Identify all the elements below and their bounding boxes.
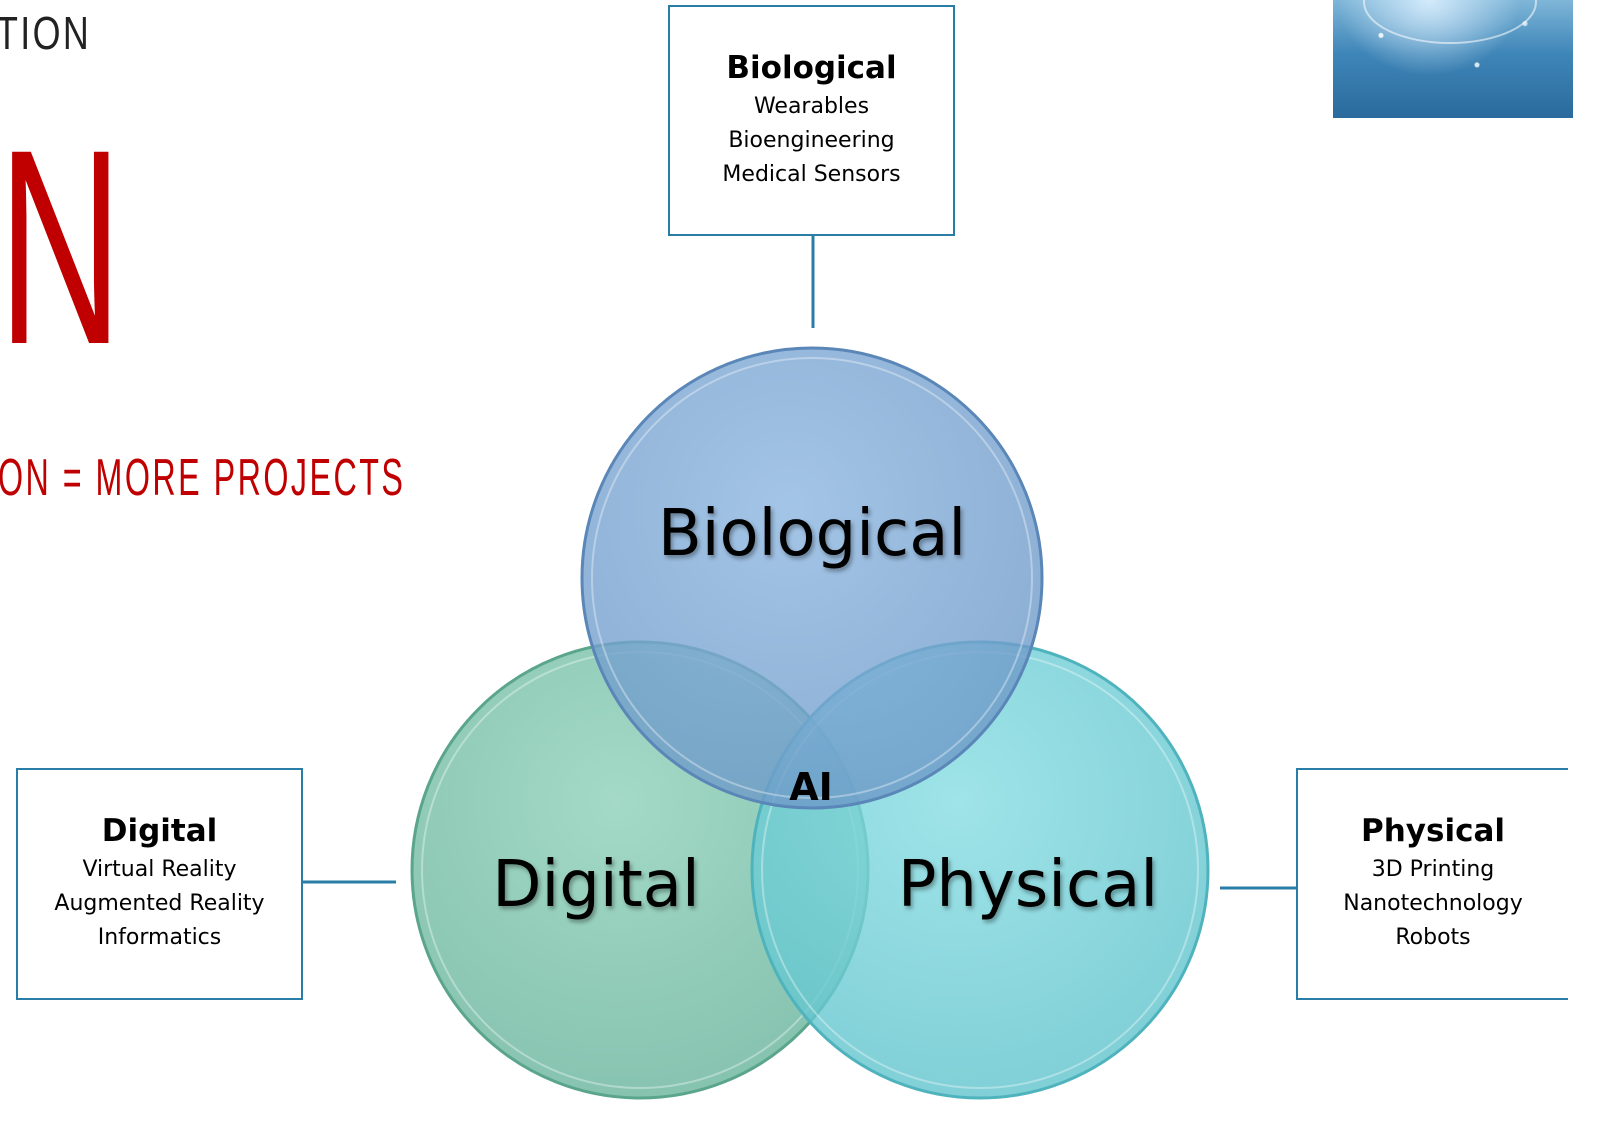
- callout-item: Robots: [1395, 925, 1471, 950]
- callout-item: Medical Sensors: [722, 161, 901, 187]
- callout-item: Virtual Reality: [82, 857, 237, 882]
- callout-item: 3D Printing: [1371, 857, 1495, 882]
- venn-label-biological: Biological: [658, 497, 966, 571]
- venn-label-physical: Physical: [898, 848, 1158, 922]
- venn-label-digital: Digital: [492, 848, 700, 922]
- callout-title: Digital: [101, 813, 218, 849]
- slide-heading-fragment: TION: [0, 7, 92, 59]
- venn-circle-biological: [580, 346, 1044, 810]
- callout-biological: Biological Wearables Bioengineering Medi…: [668, 5, 955, 236]
- callout-title: Biological: [726, 49, 897, 86]
- callout-item: Bioengineering: [728, 127, 895, 153]
- callout-title: Physical: [1361, 813, 1505, 849]
- callout-physical: Physical 3D Printing Nanotechnology Robo…: [1296, 768, 1568, 1000]
- callout-digital: Digital Virtual Reality Augmented Realit…: [16, 768, 303, 1000]
- venn-center-label: AI: [789, 765, 833, 809]
- callout-item: Nanotechnology: [1343, 891, 1523, 916]
- callout-item: Wearables: [753, 93, 870, 119]
- callout-item: Augmented Reality: [54, 891, 265, 916]
- slide-subtitle-fragment: ON = MORE PROJECTS: [0, 449, 406, 507]
- callout-item: Informatics: [97, 925, 222, 950]
- venn-diagram: Biological Digital Physical AI: [303, 236, 1296, 1100]
- large-title-letter: N: [0, 91, 123, 402]
- ocean-photo-thumbnail: [1333, 0, 1573, 118]
